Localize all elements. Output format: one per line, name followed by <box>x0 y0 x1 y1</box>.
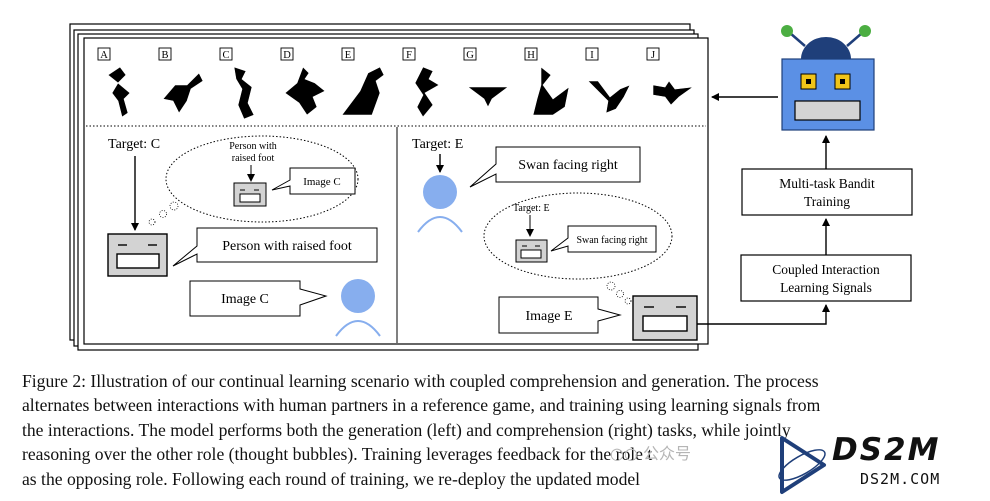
figure-2: A B C D E F G H I J Target: C Person with raised … <box>69 23 913 351</box>
left-panel: Target: C Person with raised foot Image … <box>107 135 381 337</box>
right-thought-target: Target: E <box>513 203 550 214</box>
left-thought-caption-line2: raised foot <box>232 153 275 164</box>
right-speech-text: Swan facing right <box>518 158 618 173</box>
thought-dot <box>624 297 632 305</box>
tangram-silhouette <box>233 66 255 120</box>
right-target-label: Target: E <box>412 137 463 152</box>
right-reply-text: Image E <box>525 309 572 324</box>
coupled-signals-box: Coupled Interaction Learning Signals <box>740 254 912 302</box>
wechat-icon: ○○ <box>610 444 644 463</box>
left-reply-bubble: Image C <box>189 280 328 317</box>
tangram-letter-box <box>219 47 233 61</box>
tangram-item: C <box>219 47 255 120</box>
tangram-letter: I <box>590 50 594 61</box>
play-triangle-icon <box>778 436 826 494</box>
tangram-letter: E <box>345 50 351 61</box>
right-robot-screen <box>632 295 698 341</box>
tangram-item: D <box>280 47 326 116</box>
left-robot-screen <box>107 233 168 277</box>
stacked-frames <box>69 23 709 351</box>
thought-dot <box>616 290 624 298</box>
right-speech-bubble: Swan facing right <box>469 146 641 188</box>
left-thought-image-label: Image C <box>303 176 341 188</box>
figure-caption: Figure 2: Illustration of our continual … <box>22 369 972 491</box>
watermark-text: 公众号 <box>643 444 692 463</box>
tangram-letter: H <box>527 50 535 61</box>
left-thought-caption-line1: Person with <box>229 141 277 152</box>
left-reply-text: Image C <box>221 292 269 307</box>
tangram-letter: D <box>283 50 291 61</box>
bandit-training-line1: Multi-task Bandit <box>779 176 875 191</box>
tangram-letter: F <box>406 50 412 61</box>
tangram-silhouette <box>652 80 695 106</box>
logo-word: DS2M <box>832 432 941 468</box>
left-target-label: Target: C <box>108 137 160 152</box>
tangram-silhouette <box>587 80 631 114</box>
flow-arrow-out <box>697 304 830 325</box>
human-avatar-icon <box>335 279 381 337</box>
human-avatar-icon <box>417 175 463 233</box>
coupled-signals-line1: Coupled Interaction <box>772 262 880 277</box>
tangram-silhouette <box>414 66 440 118</box>
tangram-item: E <box>341 47 385 116</box>
tangram-letter-box <box>585 47 599 61</box>
right-reply-bubble: Image E <box>498 296 622 334</box>
tangram-letter: J <box>651 50 655 61</box>
right-panel: Target: E Swan facing right Target: E Sw… <box>412 137 698 341</box>
tangram-letter-box <box>158 47 172 61</box>
caption-line: reasoning over the other role (thought b… <box>22 444 653 465</box>
caption-line: Figure 2: Illustration of our continual … <box>22 371 819 391</box>
tangram-item: A <box>97 47 131 118</box>
left-thought-robot-screen <box>233 182 267 207</box>
wechat-watermark: ○○ 公众号 <box>610 440 691 464</box>
tangram-letter-box <box>524 47 538 61</box>
left-speech-text: Person with raised foot <box>222 239 352 254</box>
tangram-silhouette <box>107 66 131 118</box>
tangram-letter-box <box>97 47 111 61</box>
caption-line: as the opposing role. Following each rou… <box>22 468 641 489</box>
tangram-letter-box <box>341 47 355 61</box>
tangram-letter-box <box>646 47 660 61</box>
bandit-training-box: Multi-task Bandit Training <box>741 168 913 216</box>
right-thought-speech-bubble: Swan facing right <box>550 225 657 253</box>
bandit-training-line2: Training <box>804 194 850 209</box>
thought-dot <box>169 201 179 211</box>
pipeline: Coupled Interaction Learning Signals Mul… <box>697 25 913 325</box>
caption-line: the interactions. The model performs bot… <box>22 419 791 440</box>
thought-dot <box>148 218 156 226</box>
tangram-silhouette <box>284 66 326 116</box>
logo-sub: DS2M.COM <box>860 470 941 488</box>
tangram-letter: C <box>222 50 229 61</box>
tangram-item: I <box>585 47 631 114</box>
tangram-silhouette <box>341 66 385 116</box>
tangram-silhouette <box>532 66 570 116</box>
left-thought-bubble <box>165 135 359 223</box>
tangram-letter: A <box>100 50 108 61</box>
right-thought-speech-text: Swan facing right <box>576 235 647 246</box>
tangram-silhouette <box>162 72 204 114</box>
left-speech-bubble: Person with raised foot <box>172 227 378 267</box>
caption-line: alternates between interactions with hum… <box>22 395 821 416</box>
tangram-letter: B <box>161 50 168 61</box>
ds2m-logo: DS2M DS2M.COM <box>772 430 982 500</box>
tangram-letter-box <box>280 47 294 61</box>
thought-dot <box>606 281 616 291</box>
robot-icon <box>781 25 875 131</box>
tangram-item: H <box>524 47 570 116</box>
tangram-item: F <box>402 47 440 118</box>
coupled-signals-line2: Learning Signals <box>780 280 872 295</box>
left-thought-image-bubble: Image C <box>271 167 356 195</box>
tangram-item: J <box>646 47 695 106</box>
tangram-item: G <box>463 47 509 108</box>
right-thought-robot-screen <box>515 239 548 263</box>
tangram-letter-box <box>463 47 477 61</box>
tangram-letter: G <box>466 50 474 61</box>
tangram-item: B <box>158 47 204 114</box>
tangram-silhouette <box>467 86 509 108</box>
tangram-row: A B C D E F G H I J <box>97 47 695 120</box>
tangram-letter-box <box>402 47 416 61</box>
thought-dot <box>159 210 167 218</box>
